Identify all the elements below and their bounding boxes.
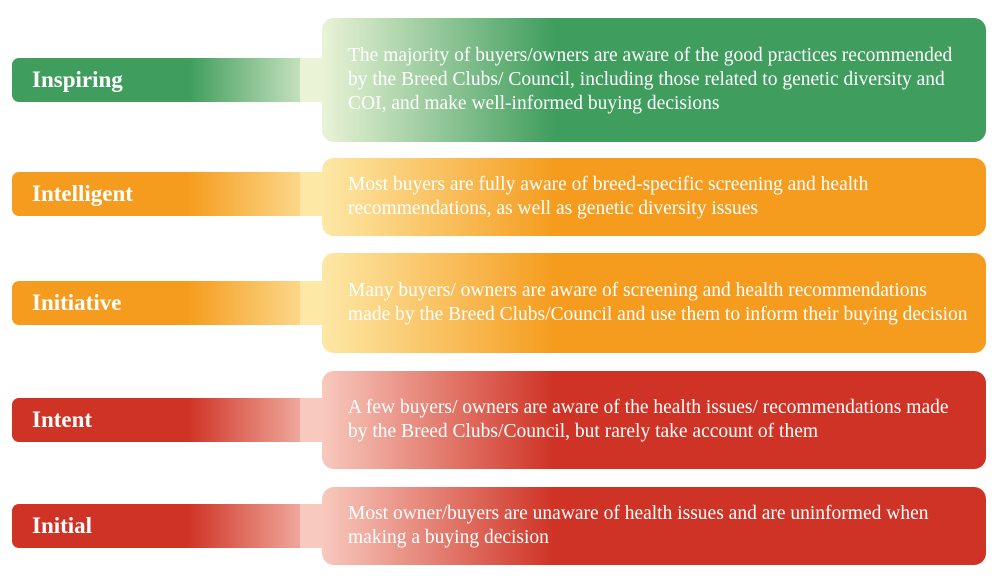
- level-description-box: A few buyers/ owners are aware of the he…: [322, 371, 986, 469]
- level-description: A few buyers/ owners are aware of the he…: [348, 397, 949, 442]
- level-description-box: Most buyers are fully aware of breed-spe…: [322, 158, 986, 236]
- level-label-intent: Intent: [12, 398, 332, 442]
- level-label-inspiring: Inspiring: [12, 58, 332, 102]
- level-description: The majority of buyers/owners are aware …: [348, 45, 953, 114]
- level-description: Most owner/buyers are unaware of health …: [348, 503, 929, 548]
- level-description-box: Most owner/buyers are unaware of health …: [322, 487, 986, 565]
- level-description: Most buyers are fully aware of breed-spe…: [348, 174, 869, 219]
- level-description: Many buyers/ owners are aware of screeni…: [348, 280, 968, 325]
- level-label-initial: Initial: [12, 504, 332, 548]
- level-description-box: The majority of buyers/owners are aware …: [322, 18, 986, 142]
- level-label-intelligent: Intelligent: [12, 172, 332, 216]
- level-label-initiative: Initiative: [12, 281, 332, 325]
- level-description-box: Many buyers/ owners are aware of screeni…: [322, 253, 986, 353]
